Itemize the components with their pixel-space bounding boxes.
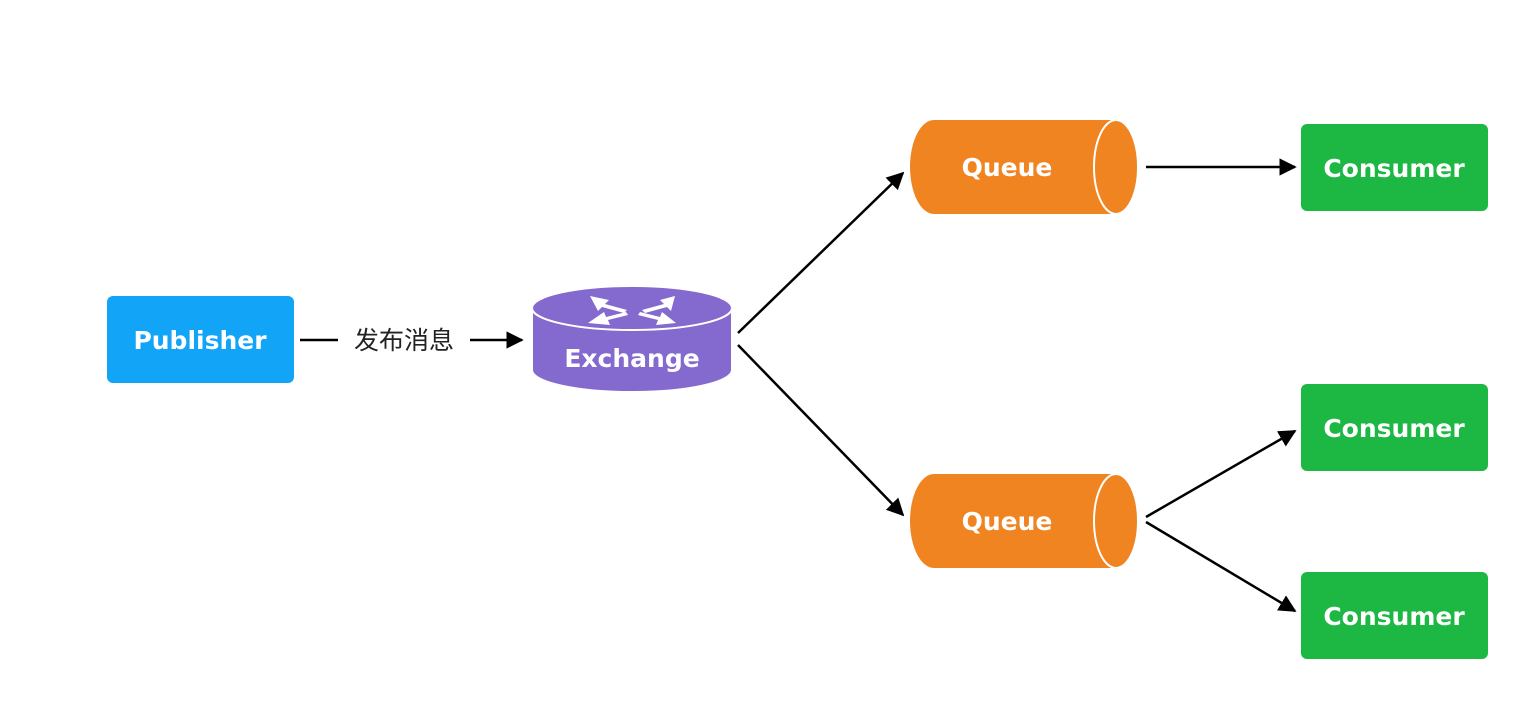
edge-exchange-to-queue-2 [737,344,905,517]
consumer-3-box [1301,572,1488,659]
consumer-3-label: Consumer [1323,602,1465,631]
consumer-1-label: Consumer [1323,154,1465,183]
edge-label-publish: 发布消息 [354,326,454,355]
exchange-body [531,307,733,393]
consumer-node-2: Consumer [1301,384,1488,471]
queue-node-2: Queue [910,473,1139,569]
edge-exchange-to-queue-1 [737,171,905,334]
publisher-box [107,296,294,383]
queue-1-end [1093,119,1139,215]
consumer-node-1: Consumer [1301,124,1488,211]
exchange-arrows-icon [588,296,676,325]
queue-1-body [910,120,1116,214]
consumer-2-label: Consumer [1323,414,1465,443]
queue-node-1: Queue [910,119,1139,215]
exchange-top [531,285,733,331]
edges [300,158,1297,613]
consumer-1-box [1301,124,1488,211]
publisher-node: Publisher [107,296,294,383]
edge-queue-2-to-consumer-3 [1145,520,1297,613]
consumer-node-3: Consumer [1301,572,1488,659]
exchange-node: Exchange [531,285,733,393]
queue-2-body [910,474,1116,568]
queue-2-end [1093,473,1139,569]
queue-1-label: Queue [962,153,1053,182]
edge-queue-2-to-consumer-2 [1145,429,1297,519]
publisher-label: Publisher [133,326,267,355]
queue-2-label: Queue [962,507,1053,536]
exchange-label: Exchange [564,344,699,373]
consumer-2-box [1301,384,1488,471]
